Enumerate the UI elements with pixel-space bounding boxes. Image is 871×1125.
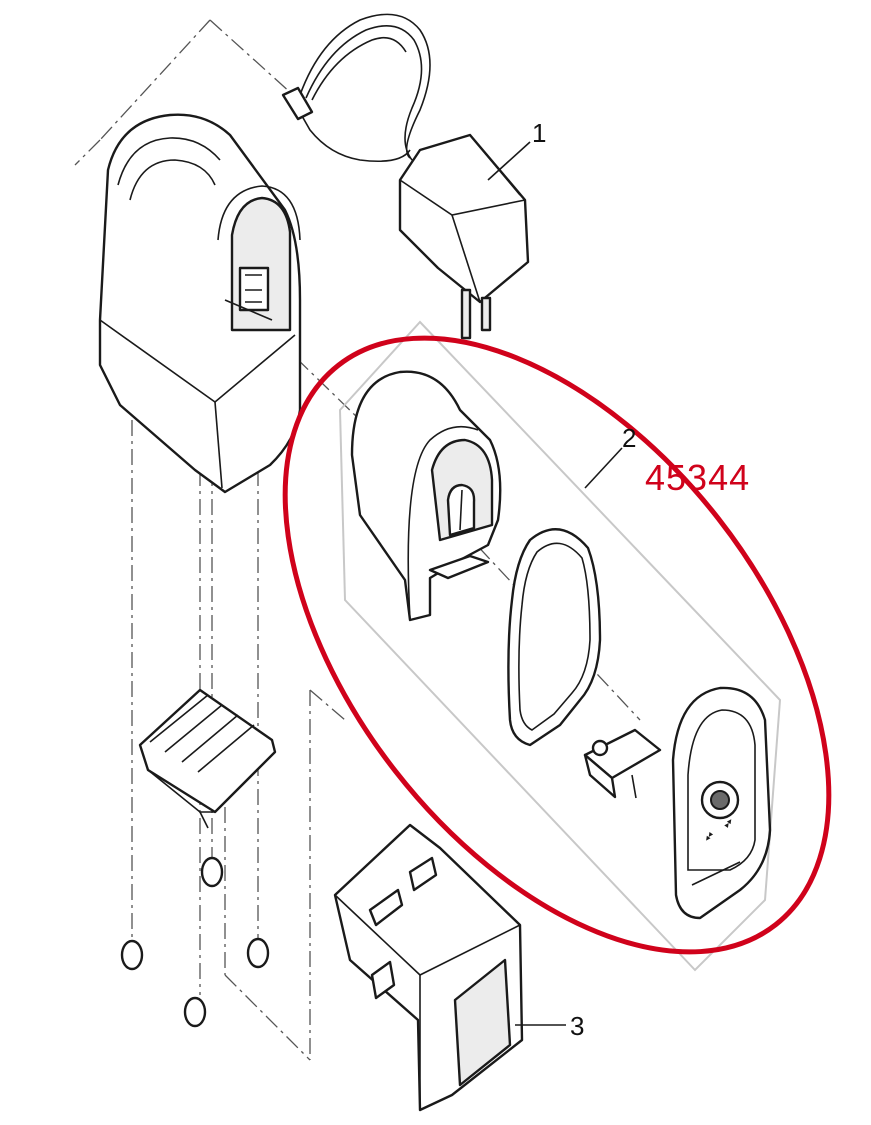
clip-piece <box>138 688 277 829</box>
kit-frame <box>338 320 782 972</box>
callout-2: 2 <box>622 423 636 453</box>
kit-highlight-ellipse <box>282 335 832 955</box>
kit-bracket <box>583 728 662 799</box>
rubber-feet <box>120 856 270 1028</box>
callout-1: 1 <box>532 118 546 148</box>
kit-cover-cap <box>350 370 502 622</box>
kit-part-number: 45344 <box>645 457 750 498</box>
main-housing <box>98 113 302 494</box>
kit-gasket <box>507 528 602 747</box>
base-tray <box>333 823 524 1112</box>
leader-lines <box>487 141 623 1026</box>
callout-3: 3 <box>570 1011 584 1041</box>
power-adapter <box>281 13 530 340</box>
kit-front-panel: ◂◂ ▸▸ <box>671 686 772 920</box>
